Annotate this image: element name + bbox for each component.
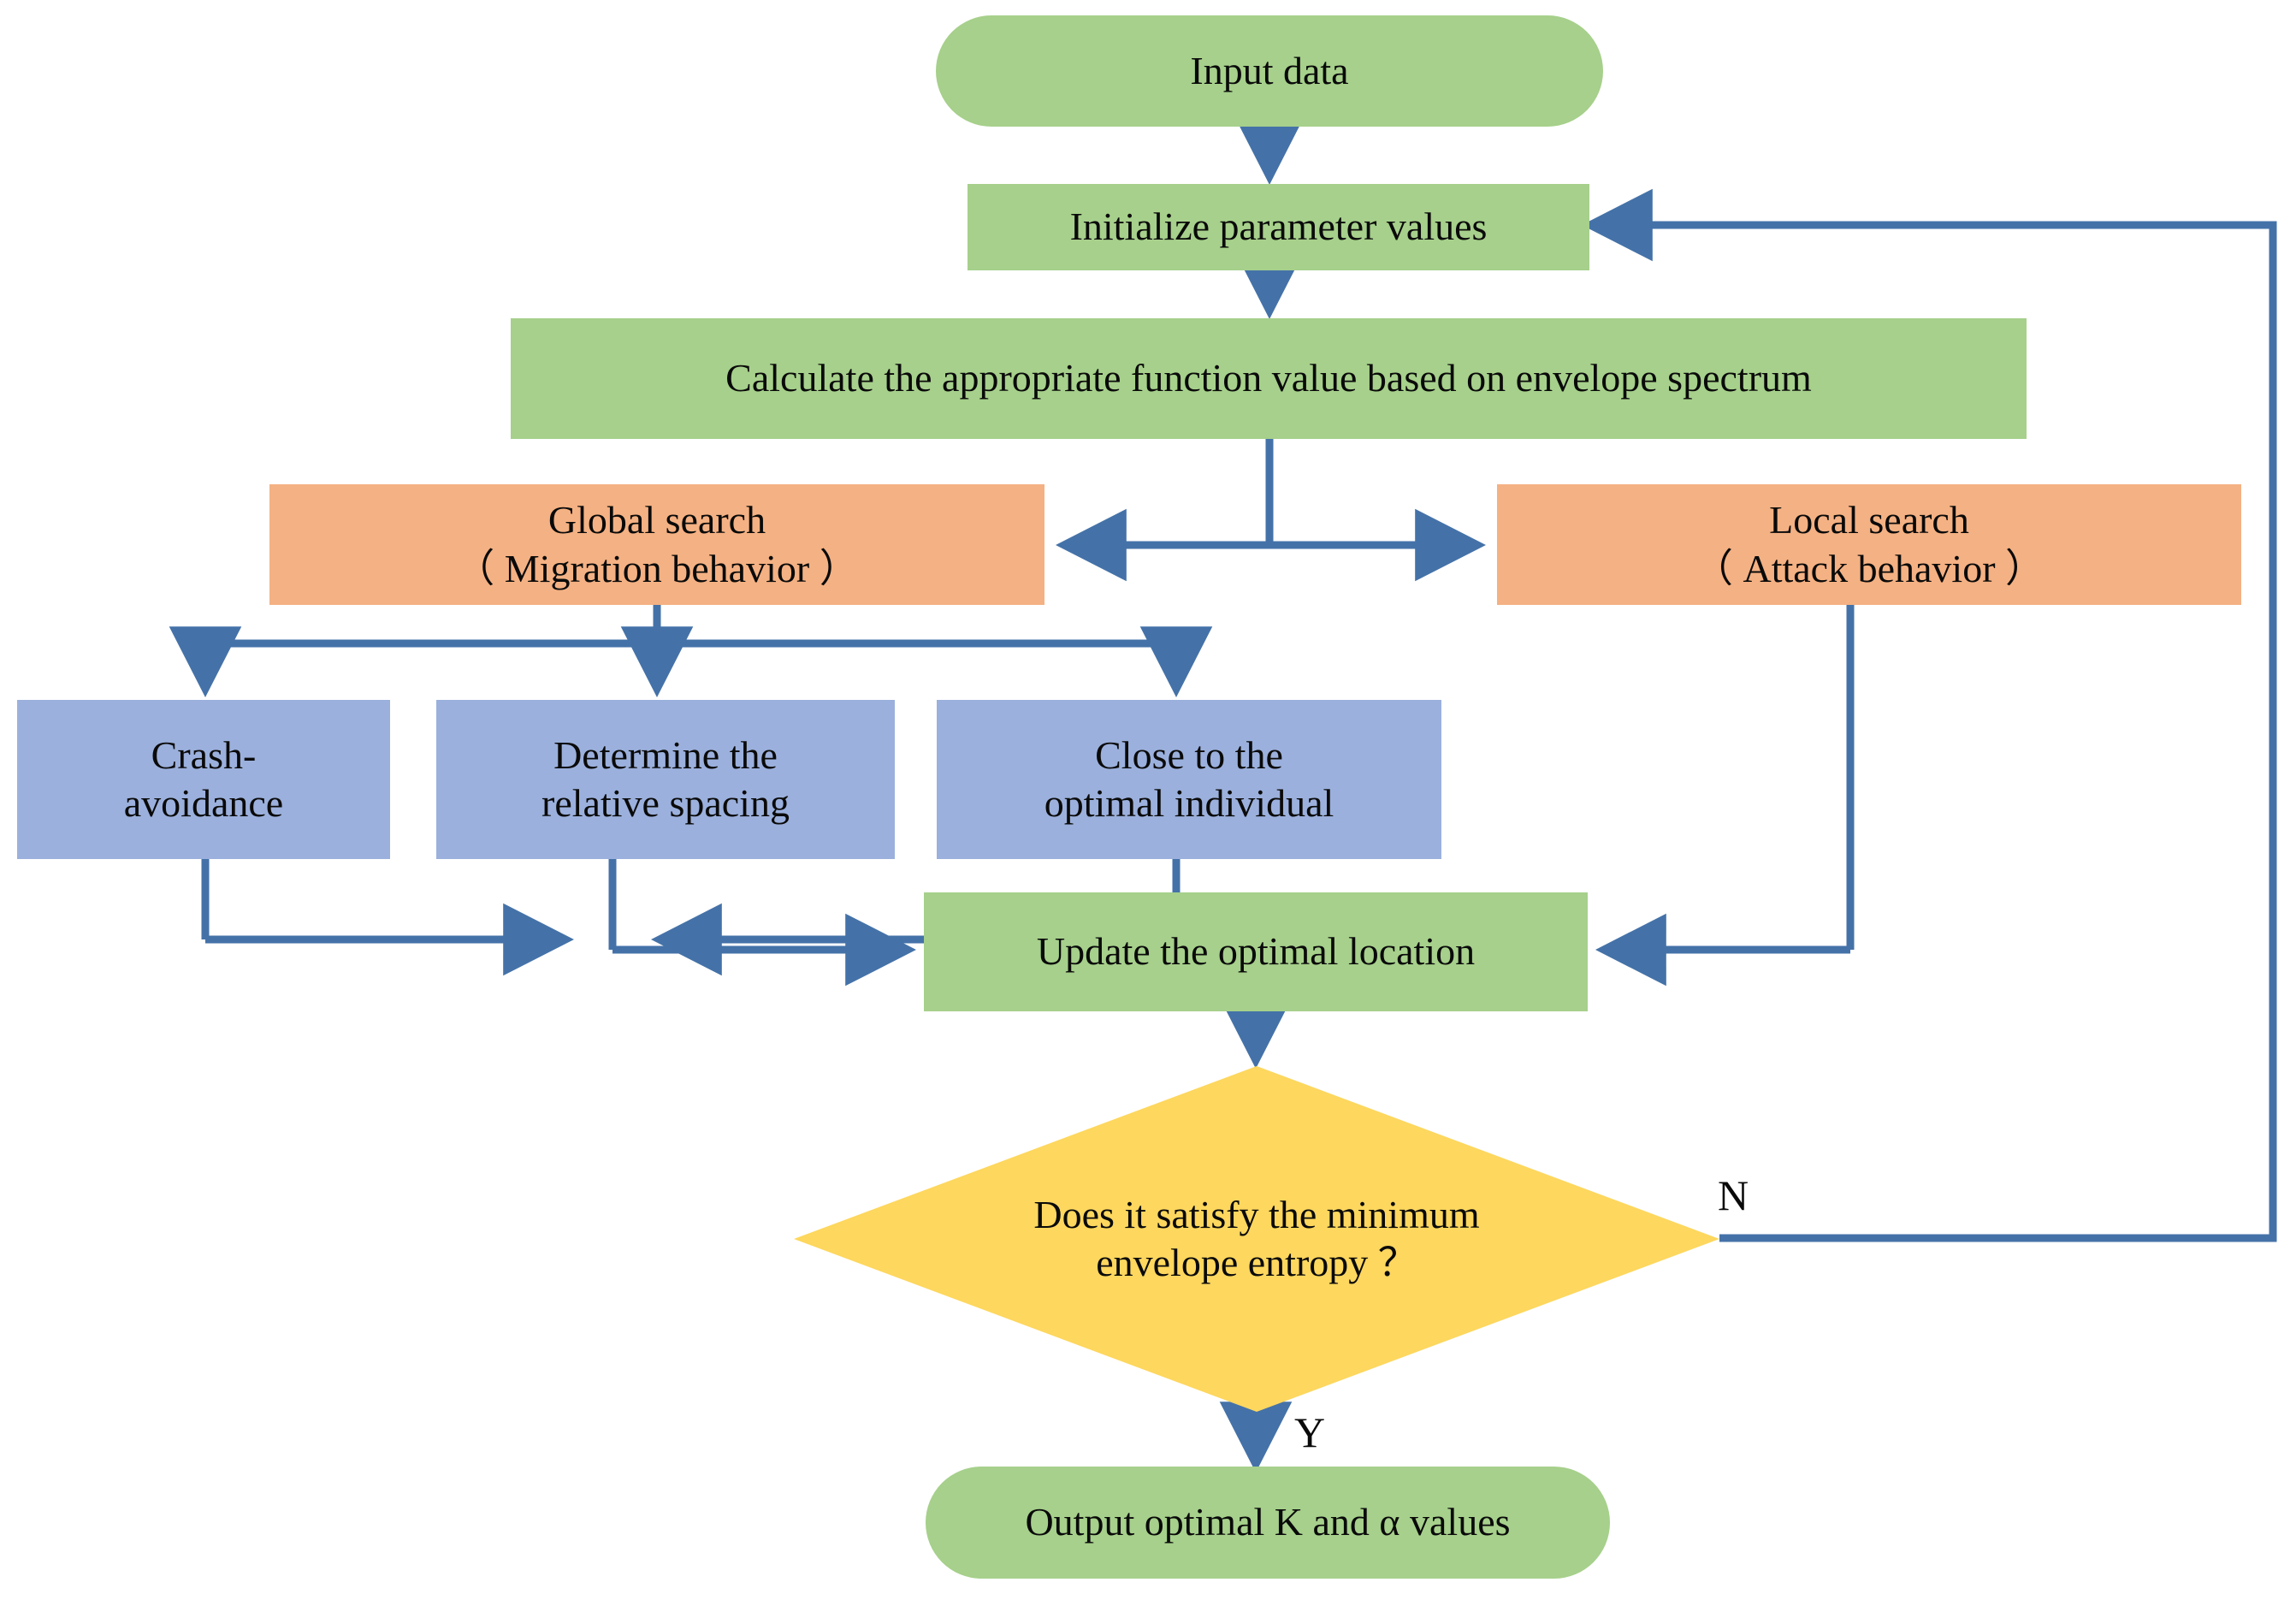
node-calculate-function-value-label: Calculate the appropriate function value… [725, 356, 1812, 400]
node-close-optimal-individual-label-line1: Close to the [1095, 732, 1283, 777]
node-relative-spacing-label-line1: Determine the [553, 732, 778, 777]
node-update-optimal-location-label: Update the optimal location [1036, 929, 1476, 974]
node-output-optimal-values[interactable]: Output optimal K and α values [926, 1467, 1610, 1579]
node-output-optimal-values-label: Output optimal K and α values [1025, 1500, 1511, 1544]
node-close-optimal-individual-label-line2: optimal individual [1044, 781, 1334, 825]
node-decision-label-line1: Does it satisfy the minimum [1033, 1192, 1480, 1236]
node-decision-label-line2: envelope entropy ？ [1096, 1241, 1417, 1284]
node-decision-envelope-entropy[interactable]: Does it satisfy the minimum envelope ent… [794, 1066, 1719, 1412]
node-crash-avoidance[interactable]: Crash- avoidance [17, 700, 390, 859]
edge-label-no: N [1718, 1171, 1749, 1219]
node-input-data[interactable]: Input data [936, 15, 1603, 127]
node-update-optimal-location[interactable]: Update the optimal location [924, 892, 1588, 1011]
node-crash-avoidance-label-line1: Crash- [151, 732, 257, 777]
node-crash-avoidance-label-line2: avoidance [123, 781, 284, 825]
node-global-search-label-line2: （ Migration behavior ） [455, 546, 859, 590]
node-initialize-parameters-label: Initialize parameter values [1069, 204, 1488, 249]
node-relative-spacing[interactable]: Determine the relative spacing [436, 700, 895, 859]
node-calculate-function-value[interactable]: Calculate the appropriate function value… [511, 318, 2027, 439]
node-input-data-label: Input data [1190, 48, 1349, 92]
node-local-search-label-line2: （ Attack behavior ） [1693, 546, 2045, 590]
node-local-search[interactable]: Local search （ Attack behavior ） [1497, 484, 2241, 605]
node-relative-spacing-label-line2: relative spacing [541, 781, 790, 825]
decision-label-wrap: Does it satisfy the minimum envelope ent… [970, 1191, 1544, 1287]
edge-decision-no [1582, 188, 2277, 1242]
decision-diamond-shape [794, 1066, 1719, 1412]
node-initialize-parameters[interactable]: Initialize parameter values [968, 184, 1589, 270]
node-global-search-label-line1: Global search [547, 498, 766, 542]
node-global-search[interactable]: Global search （ Migration behavior ） [269, 484, 1044, 605]
node-close-optimal-individual[interactable]: Close to the optimal individual [937, 700, 1441, 859]
edge-label-yes: Y [1294, 1408, 1326, 1456]
node-local-search-label-line1: Local search [1769, 498, 1969, 542]
